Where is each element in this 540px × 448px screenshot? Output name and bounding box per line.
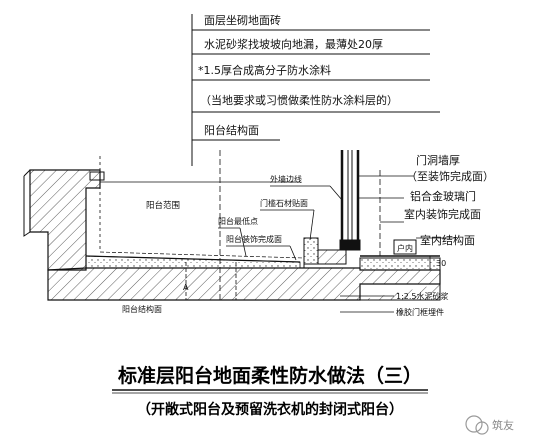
alloy-door-label: 铝合金玻璃门: [410, 189, 476, 203]
top-callout-leader: [191, 14, 440, 166]
balcony-edge-structure: [23, 169, 105, 271]
watermark-text: 筑友: [492, 418, 514, 432]
frame-label: 橡胶门框埋件: [396, 307, 444, 317]
door-wall-label: 门洞墙厚: [416, 153, 460, 167]
balcony-area-label: 阳台范围: [146, 200, 180, 211]
callout-tile: 面层坐砌地面砖: [204, 13, 281, 27]
dim-30-label: 30: [436, 259, 446, 268]
dim-30: [426, 255, 434, 271]
indoor-tag: 户内: [397, 243, 413, 253]
callout-waterproof-note: （当地要求或习惯做柔性防水涂料层的）: [200, 93, 398, 107]
point-a-label: A: [183, 283, 189, 292]
diagram-subtitle: （开敞式阳台及预留洗衣机的封闭式阳台）: [137, 401, 403, 418]
callout-mortar-slope: 水泥砂浆找坡坡向地漏，最薄处20厚: [204, 37, 383, 51]
balcony-lowest-label: 阳台最低点: [218, 216, 258, 226]
mortar-label: 1:2.5水泥砂浆: [396, 291, 449, 301]
callout-struct: 阳台结构面: [204, 123, 259, 137]
callout-waterproof: *1.5厚合成高分子防水涂料: [198, 63, 331, 77]
diagram-title: 标准层阳台地面柔性防水做法（三）: [118, 364, 422, 387]
balcony-slab: [47, 267, 441, 301]
finish-layer: [85, 251, 305, 269]
balcony-finish-label: 阳台装饰完成面: [226, 234, 282, 244]
door-wall-sub-label: （至装饰完成面）: [406, 169, 494, 183]
wall-line-label: 外墙边线: [270, 174, 302, 184]
indoor-struct-label: 室内结构面: [420, 233, 475, 247]
watermark: 筑友: [465, 415, 514, 435]
point-a-marker: [185, 262, 237, 300]
indoor-finish-label: 室内装饰完成面: [404, 207, 481, 221]
right-leaders: [340, 175, 456, 313]
wechat-icon: [465, 415, 483, 433]
door-threshold: [303, 237, 347, 268]
door-sill-label: 门槛石材贴面: [260, 198, 308, 208]
left-leaders: [218, 185, 343, 261]
balcony-struct-bottom-label: 阳台结构面: [122, 304, 162, 314]
glass-door: [339, 150, 361, 251]
balcony-area-box: [99, 150, 300, 300]
